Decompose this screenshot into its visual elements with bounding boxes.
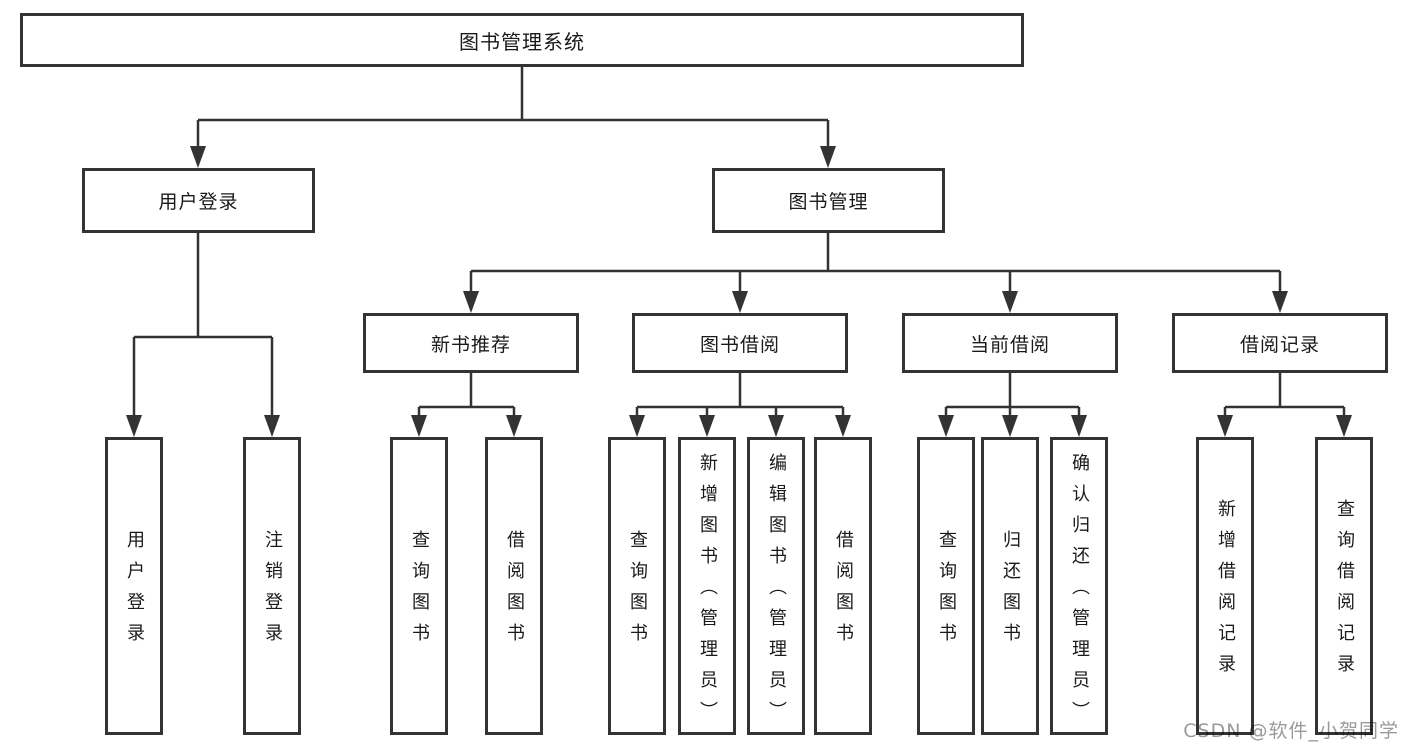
node-book-borrow-label: 图书借阅 [699,333,780,356]
node-leaf-borrow-book-rec-label: 借阅图书 [504,530,525,654]
node-user-login-label: 用户登录 [158,191,239,213]
arrow-icon-confirmreturn [1071,415,1087,437]
node-new-book-rec: 新书推荐 [363,313,579,373]
node-leaf-confirm-return-admin: 确认归还（管理员） [1050,437,1108,735]
node-user-login: 用户登录 [82,168,315,233]
node-leaf-edit-book-admin-label: 编辑图书（管理员） [766,452,787,732]
arrow-icon-user-login [190,146,206,168]
node-leaf-edit-book-admin: 编辑图书（管理员） [747,437,805,735]
node-leaf-query-book-borrow: 查询图书 [608,437,666,735]
node-current-borrow-label: 当前借阅 [969,333,1050,356]
node-leaf-query-book-current: 查询图书 [917,437,975,735]
node-leaf-add-borrow-record-label: 新增借阅记录 [1215,499,1236,685]
node-borrow-record: 借阅记录 [1172,313,1388,373]
node-leaf-query-book-borrow-label: 查询图书 [627,530,648,654]
node-book-mgmt-label: 图书管理 [788,191,869,213]
node-leaf-user-login: 用户登录 [105,437,163,735]
node-leaf-query-borrow-record: 查询借阅记录 [1315,437,1373,735]
node-leaf-add-book-admin-label: 新增图书（管理员） [697,452,718,732]
node-leaf-return-book: 归还图书 [981,437,1039,735]
arrow-icon-returnbook [1002,415,1018,437]
node-leaf-query-borrow-record-label: 查询借阅记录 [1334,499,1355,685]
node-leaf-borrow-book-borrow-label: 借阅图书 [833,530,854,654]
arrow-icon-borrowrecord [1272,291,1288,313]
node-leaf-borrow-book-rec: 借阅图书 [485,437,543,735]
arrow-icon-editbook [768,415,784,437]
node-leaf-add-book-admin: 新增图书（管理员） [678,437,736,735]
arrow-icon-leaf-userlogin [126,415,142,437]
arrow-icon-addrecord [1217,415,1233,437]
arrow-icon-borrowbook1 [506,415,522,437]
node-leaf-query-book-current-label: 查询图书 [936,530,957,654]
node-leaf-query-book-rec-label: 查询图书 [409,530,430,654]
node-book-borrow: 图书借阅 [632,313,848,373]
arrow-icon-newbookrec [463,291,479,313]
arrow-icon-addbook [699,415,715,437]
arrowheads [126,146,1352,437]
node-borrow-record-label: 借阅记录 [1239,333,1320,356]
arrow-icon-querybook2 [629,415,645,437]
node-book-mgmt: 图书管理 [712,168,945,233]
node-leaf-logout: 注销登录 [243,437,301,735]
node-new-book-rec-label: 新书推荐 [430,333,511,356]
node-leaf-confirm-return-admin-label: 确认归还（管理员） [1069,452,1090,732]
arrow-icon-querybook3 [938,415,954,437]
node-leaf-add-borrow-record: 新增借阅记录 [1196,437,1254,735]
node-current-borrow: 当前借阅 [902,313,1118,373]
arrow-icon-bookborrow [732,291,748,313]
arrow-icon-queryrecord [1336,415,1352,437]
arrow-icon-currentborrow [1002,291,1018,313]
arrow-icon-querybook1 [411,415,427,437]
arrow-icon-borrowbook2 [835,415,851,437]
csdn-watermark: CSDN @软件_小贺同学 [1183,720,1399,742]
node-leaf-return-book-label: 归还图书 [1000,530,1021,654]
node-leaf-logout-label: 注销登录 [262,530,283,654]
node-leaf-user-login-label: 用户登录 [124,530,145,654]
node-leaf-query-book-rec: 查询图书 [390,437,448,735]
arrow-icon-leaf-logout [264,415,280,437]
node-root: 图书管理系统 [20,13,1024,67]
node-root-label: 图书管理系统 [459,29,585,54]
node-leaf-borrow-book-borrow: 借阅图书 [814,437,872,735]
arrow-icon-book-mgmt [820,146,836,168]
